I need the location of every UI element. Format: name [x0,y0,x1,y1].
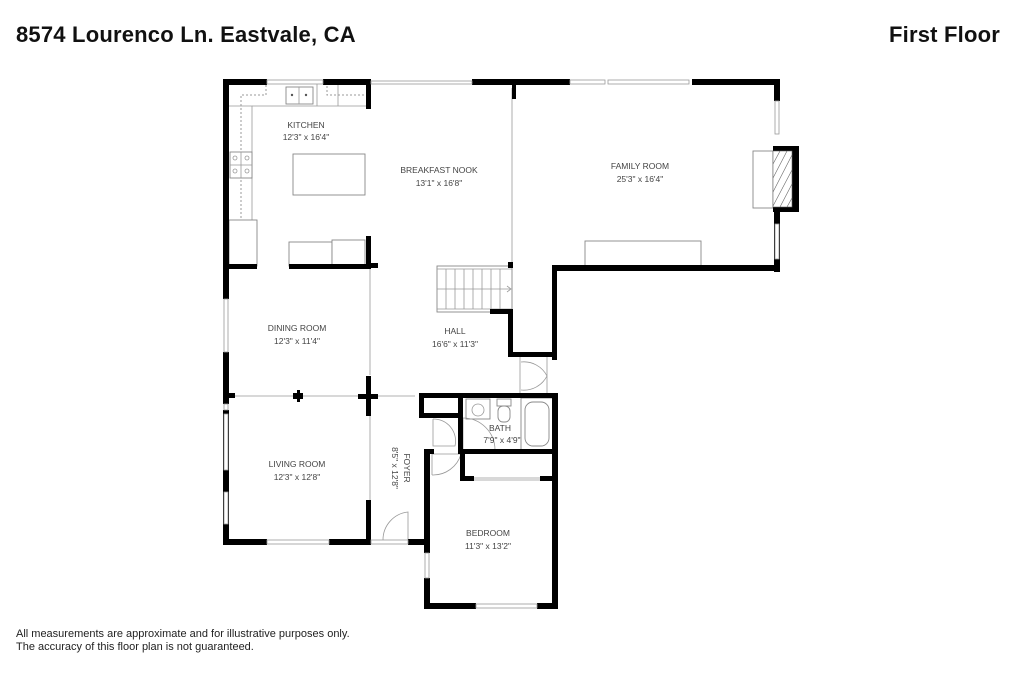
room-bedroom: BEDROOM 11'3" x 13'2" [465,528,511,551]
room-name: DINING ROOM [268,323,327,333]
room-dimensions: 13'1" x 16'8" [416,178,463,188]
room-dimensions: 16'6" x 11'3" [432,339,478,349]
kitchen-counters [228,82,366,267]
room-living-room: LIVING ROOM 12'3" x 12'8" [269,459,326,482]
room-dimensions: 11'3" x 13'2" [465,541,511,551]
floor-label: First Floor [889,22,1000,47]
room-dimensions: 8'5" x 12'8" [390,447,400,489]
room-name: HALL [444,326,466,336]
room-name: BATH [489,423,511,433]
disclaimer: All measurements are approximate and for… [16,628,350,654]
room-name: FOYER [402,453,412,482]
room-dimensions: 12'3" x 12'8" [274,472,321,482]
room-name: BREAKFAST NOOK [400,165,478,175]
room-dining-room: DINING ROOM 12'3" x 11'4" [268,323,327,346]
room-dimensions: 25'3" x 16'4" [617,174,664,184]
stairs [436,265,513,313]
windows [223,79,780,609]
room-dimensions: 12'3" x 11'4" [274,336,320,346]
room-foyer: FOYER 8'5" x 12'8" [390,447,412,489]
room-name: KITCHEN [287,120,324,130]
room-name: FAMILY ROOM [611,161,669,171]
bath-fixtures [432,397,554,451]
disclaimer-line-1: All measurements are approximate and for… [16,628,350,640]
room-dimensions: 7'9" x 4'9" [483,435,520,445]
closet-doors [382,356,548,541]
room-kitchen: KITCHEN 12'3" x 16'4" [283,120,330,142]
room-breakfast-nook: BREAKFAST NOOK 13'1" x 16'8" [400,165,478,188]
disclaimer-line-2: The accuracy of this floor plan is not g… [16,641,254,653]
room-name: BEDROOM [466,528,510,538]
room-dimensions: 12'3" x 16'4" [283,132,330,142]
room-bath: BATH 7'9" x 4'9" [483,423,520,445]
room-name: LIVING ROOM [269,459,326,469]
room-family-room: FAMILY ROOM 25'3" x 16'4" [611,161,669,184]
property-address: 8574 Lourenco Ln. Eastvale, CA [16,22,356,47]
family-room-fixtures [584,146,799,268]
room-hall: HALL 16'6" x 11'3" [432,326,478,349]
